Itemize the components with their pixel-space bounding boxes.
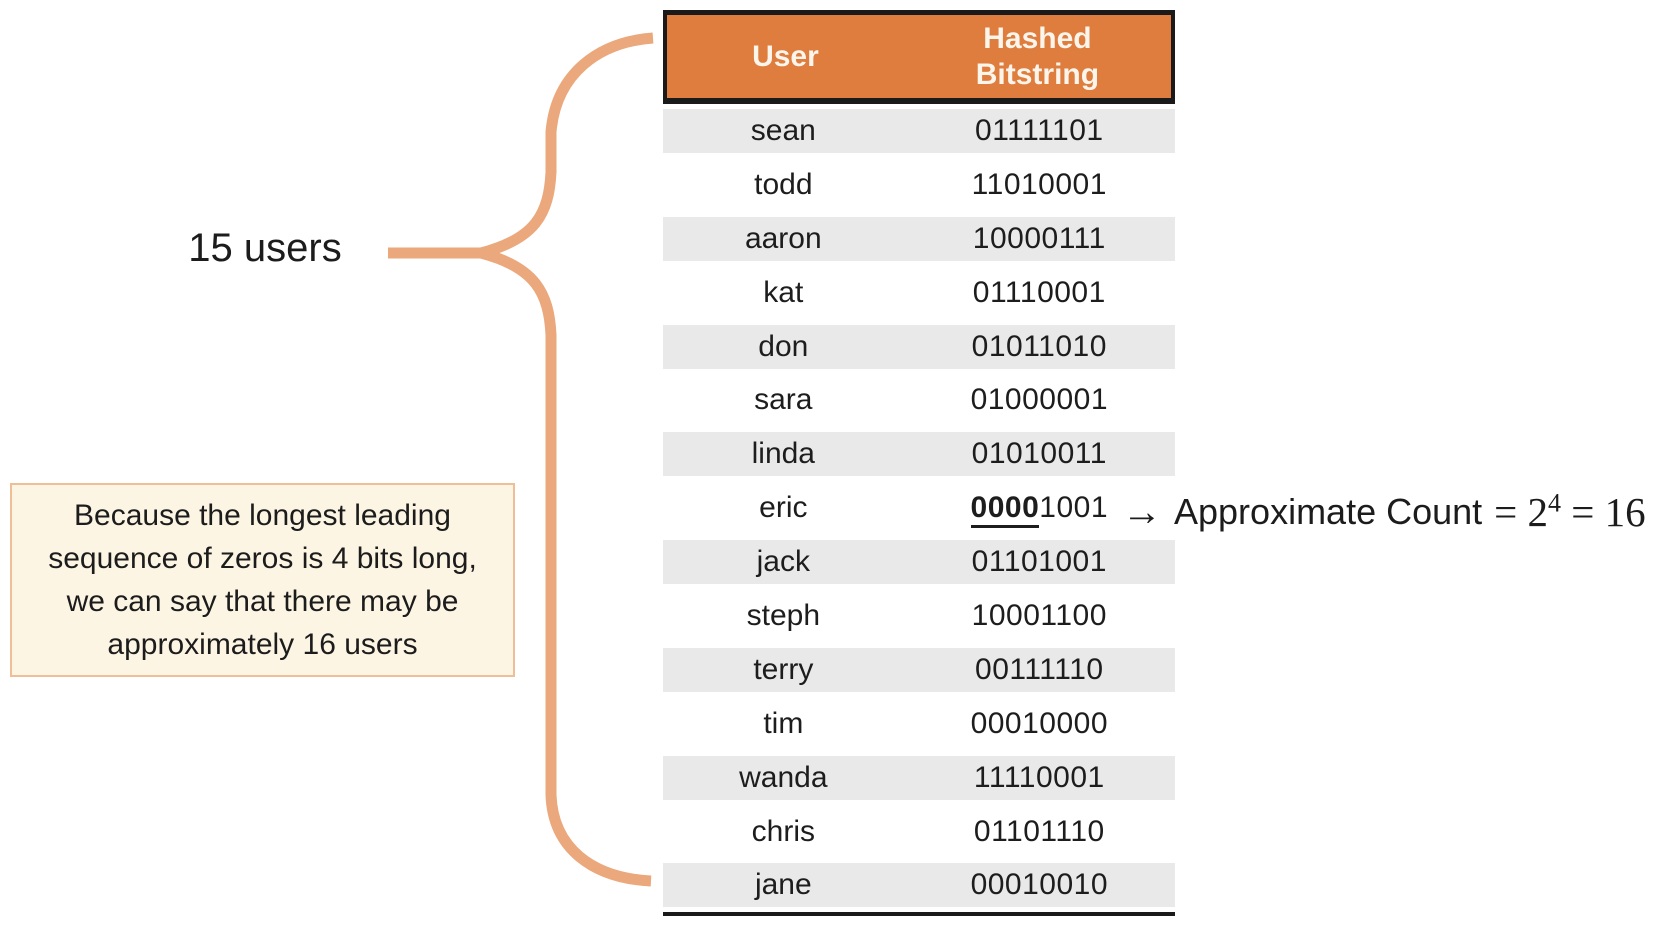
bitstring-cell: 01110001 xyxy=(972,275,1106,309)
user-cell: terry xyxy=(753,652,814,686)
bitstring-cell: 10001100 xyxy=(971,598,1107,632)
user-cell: eric xyxy=(759,491,808,525)
user-cell: wanda xyxy=(739,760,828,794)
explanation-note-box: Because the longest leading sequence of … xyxy=(10,483,515,677)
bitstring-cell: 01010011 xyxy=(971,437,1107,471)
bitstring-cell: 01000001 xyxy=(970,383,1109,417)
user-count-label: 15 users xyxy=(188,226,342,270)
user-cell: don xyxy=(758,329,809,363)
leading-zeros-highlight: 0000 xyxy=(970,491,1040,529)
user-cell: kat xyxy=(763,275,804,309)
bitstring-cell: 00010010 xyxy=(970,868,1109,902)
table-row-don: don 01011010 xyxy=(663,319,1175,374)
table-row-todd: todd 11010001 xyxy=(663,158,1175,212)
table-row-wanda: wanda 11110001 xyxy=(663,750,1175,805)
user-cell: sara xyxy=(754,383,813,417)
user-cell: aaron xyxy=(744,221,822,255)
user-cell: chris xyxy=(751,814,815,848)
bitstring-cell: 01011010 xyxy=(971,329,1107,363)
table-row-aaron: aaron 10000111 xyxy=(663,211,1175,266)
user-cell: jack xyxy=(756,545,810,579)
table-row-chris: chris 01101110 xyxy=(663,805,1175,859)
user-cell: jane xyxy=(754,868,812,902)
hashed-bitstring-table: User Hashed Bitstring sean 01111101 todd… xyxy=(663,10,1175,917)
table-row-sean: sean 01111101 xyxy=(663,104,1175,158)
explanation-note-text: Because the longest leading sequence of … xyxy=(48,499,477,661)
table-row-jane: jane 00010010 xyxy=(663,858,1175,913)
bitstring-cell: 11110001 xyxy=(973,760,1105,794)
user-cell: todd xyxy=(754,167,813,201)
approximate-count-annotation: → Approximate Count = 24 = 16 xyxy=(1122,486,1646,538)
table-row-terry: terry 00111110 xyxy=(663,642,1175,697)
formula-exponent: 4 xyxy=(1548,488,1562,518)
bitstring-cell: 00010000 xyxy=(970,706,1109,740)
bitstring-cell: 00111110 xyxy=(975,652,1104,686)
table-body: sean 01111101 todd 11010001 aaron 100001… xyxy=(663,104,1175,917)
bitstring-cell: 11010001 xyxy=(971,167,1107,201)
bitstring-cell-eric: 00001001 xyxy=(904,491,1175,529)
table-row-eric: eric 00001001 xyxy=(663,481,1175,535)
table-row-linda: linda 01010011 xyxy=(663,427,1175,482)
approximate-count-label: Approximate Count xyxy=(1174,491,1483,532)
table-row-jack: jack 01101001 xyxy=(663,535,1175,590)
header-user: User xyxy=(752,39,819,73)
user-cell: sean xyxy=(750,113,816,147)
formula-rhs: = 16 xyxy=(1561,489,1646,535)
table-row-steph: steph 10001100 xyxy=(663,589,1175,643)
curly-brace-path xyxy=(459,32,654,887)
bitstring-cell: 10000111 xyxy=(972,221,1106,255)
formula-lhs: = 2 xyxy=(1494,489,1549,535)
table-row-tim: tim 00010000 xyxy=(663,697,1175,751)
bitstring-cell: 01101110 xyxy=(973,814,1105,848)
bitstring-cell: 01101001 xyxy=(971,545,1107,579)
table-row-sara: sara 01000001 xyxy=(663,373,1175,427)
bitstring-cell: 01111101 xyxy=(975,113,1104,147)
header-hashed-bitstring-text: Hashed Bitstring xyxy=(975,21,1100,91)
table-row-kat: kat 01110001 xyxy=(663,266,1175,320)
bitstring-rest: 1001 xyxy=(1039,491,1109,525)
user-cell: steph xyxy=(746,598,820,632)
table-header-row: User Hashed Bitstring xyxy=(663,10,1175,104)
user-cell: tim xyxy=(763,706,804,740)
right-arrow-icon: → xyxy=(1122,490,1162,534)
header-hashed-bitstring: Hashed Bitstring xyxy=(904,21,1171,93)
approximate-count-formula: = 24 = 16 xyxy=(1494,488,1646,536)
user-cell: linda xyxy=(751,437,815,471)
